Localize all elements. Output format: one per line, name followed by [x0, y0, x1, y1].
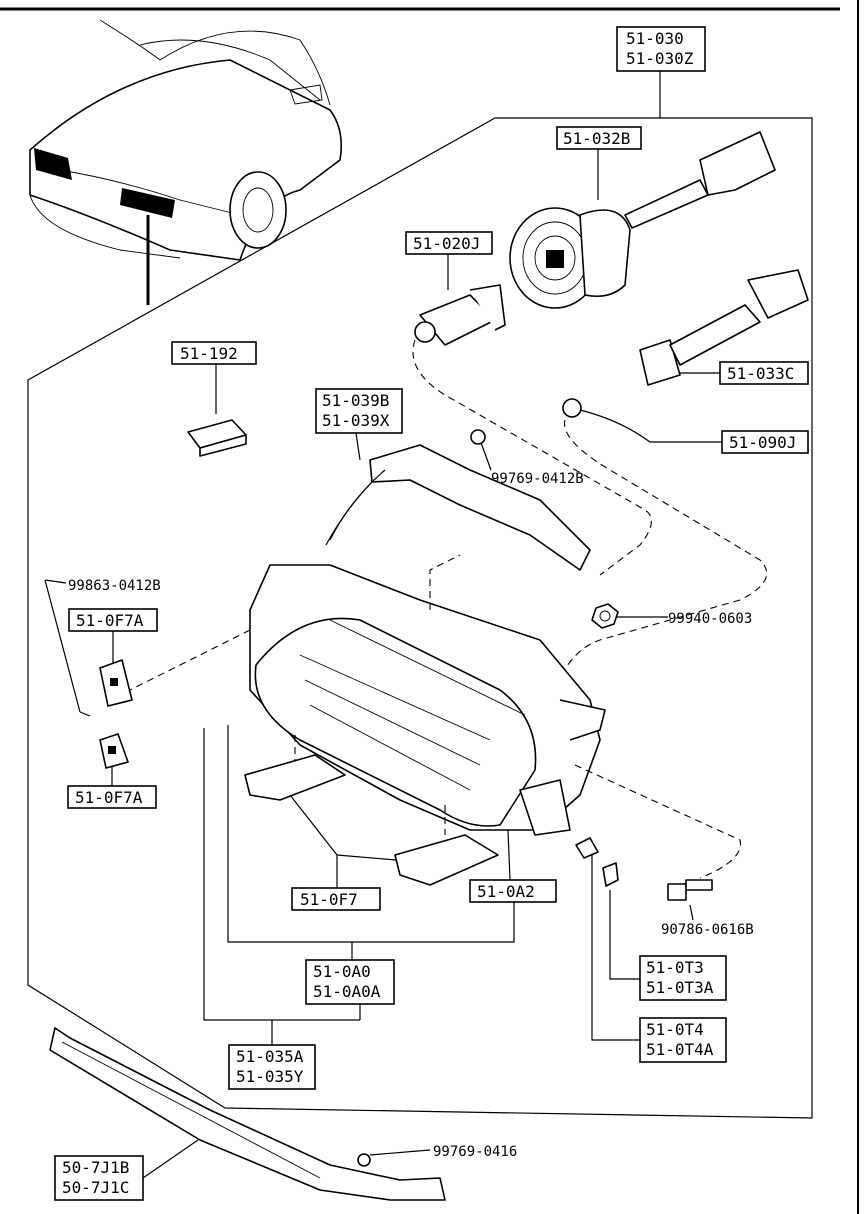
svg-text:51-039X: 51-039X [322, 411, 390, 430]
svg-text:51-0T3A: 51-0T3A [646, 978, 714, 997]
svg-text:51-0F7A: 51-0F7A [75, 788, 143, 807]
label-headlamp-unit: 51-0A0 51-0A0A [305, 959, 395, 1005]
label-headlamp-assy: 51-035A 51-035Y [228, 1044, 316, 1090]
label-assembly-top: 51-030 51-030Z [616, 26, 706, 72]
svg-text:51-0F7: 51-0F7 [300, 890, 358, 909]
svg-text:51-0A0: 51-0A0 [313, 962, 371, 981]
svg-text:51-039B: 51-039B [322, 391, 389, 410]
nut-part [591, 603, 619, 629]
label-rear-socket: 51-033C [719, 361, 809, 385]
svg-text:51-0F7A: 51-0F7A [76, 611, 144, 630]
svg-text:51-0T4: 51-0T4 [646, 1020, 704, 1039]
label-bolt: 90786-0616B [661, 922, 754, 938]
svg-text:50-7J1C: 50-7J1C [62, 1178, 129, 1197]
label-socket: 51-032B [556, 126, 642, 150]
label-bulb: 51-020J [405, 231, 493, 255]
adjuster-t3-part [602, 862, 619, 887]
label-adjuster-t3: 51-0T3 51-0T3A [639, 955, 727, 1001]
car-front-illustration [29, 19, 343, 305]
svg-text:51-035A: 51-035A [236, 1047, 304, 1066]
svg-text:51-035Y: 51-035Y [236, 1067, 304, 1086]
svg-text:51-0A0A: 51-0A0A [313, 982, 381, 1001]
label-clip: 51-192 [171, 341, 257, 365]
svg-text:51-020J: 51-020J [413, 234, 480, 253]
label-ground-wire: 51-090J [721, 430, 809, 454]
socket-harness-part [509, 131, 776, 309]
svg-text:51-090J: 51-090J [729, 433, 796, 452]
svg-text:51-0T3: 51-0T3 [646, 958, 704, 977]
label-molding: 50-7J1B 50-7J1C [54, 1155, 144, 1201]
label-screw-bottom: 99769-0416 [433, 1144, 517, 1160]
label-assembly-top-2: 51-030Z [626, 49, 694, 68]
label-mount-bracket: 51-0F7 [291, 887, 381, 911]
svg-text:51-192: 51-192 [180, 344, 238, 363]
adjuster-t4-part [575, 837, 599, 859]
svg-text:51-033C: 51-033C [727, 364, 794, 383]
bolt-part [667, 879, 713, 901]
label-retainer: 51-039B 51-039X [315, 388, 403, 434]
label-bracket-lower: 51-0F7A [67, 785, 157, 809]
svg-text:51-0T4A: 51-0T4A [646, 1040, 714, 1059]
assembly-frame [27, 117, 813, 1119]
label-lens-part: 51-0A2 [469, 879, 557, 903]
ground-wire-part [562, 398, 651, 443]
molding-part [49, 1027, 446, 1201]
label-screw-top: 99769-0412B [491, 471, 584, 487]
svg-text:50-7J1B: 50-7J1B [62, 1158, 129, 1177]
label-bracket-upper: 51-0F7A [68, 608, 158, 632]
clip-part [187, 419, 247, 457]
mount-bracket-right [394, 834, 499, 886]
bulb-part [414, 284, 506, 346]
headlamp-housing [249, 564, 606, 836]
rear-socket-part [639, 269, 809, 386]
svg-text:51-0A2: 51-0A2 [477, 882, 535, 901]
svg-text:51-032B: 51-032B [563, 129, 630, 148]
bracket-upper-part [99, 659, 133, 707]
label-screw-left: 99863-0412B [68, 578, 161, 594]
label-adjuster-t4: 51-0T4 51-0T4A [639, 1017, 727, 1063]
label-nut: 99940-0603 [668, 611, 752, 627]
retainer-part [325, 444, 591, 571]
mount-bracket-left [244, 754, 346, 801]
label-assembly-top-1: 51-030 [626, 29, 684, 48]
bracket-lower-part [99, 733, 129, 769]
